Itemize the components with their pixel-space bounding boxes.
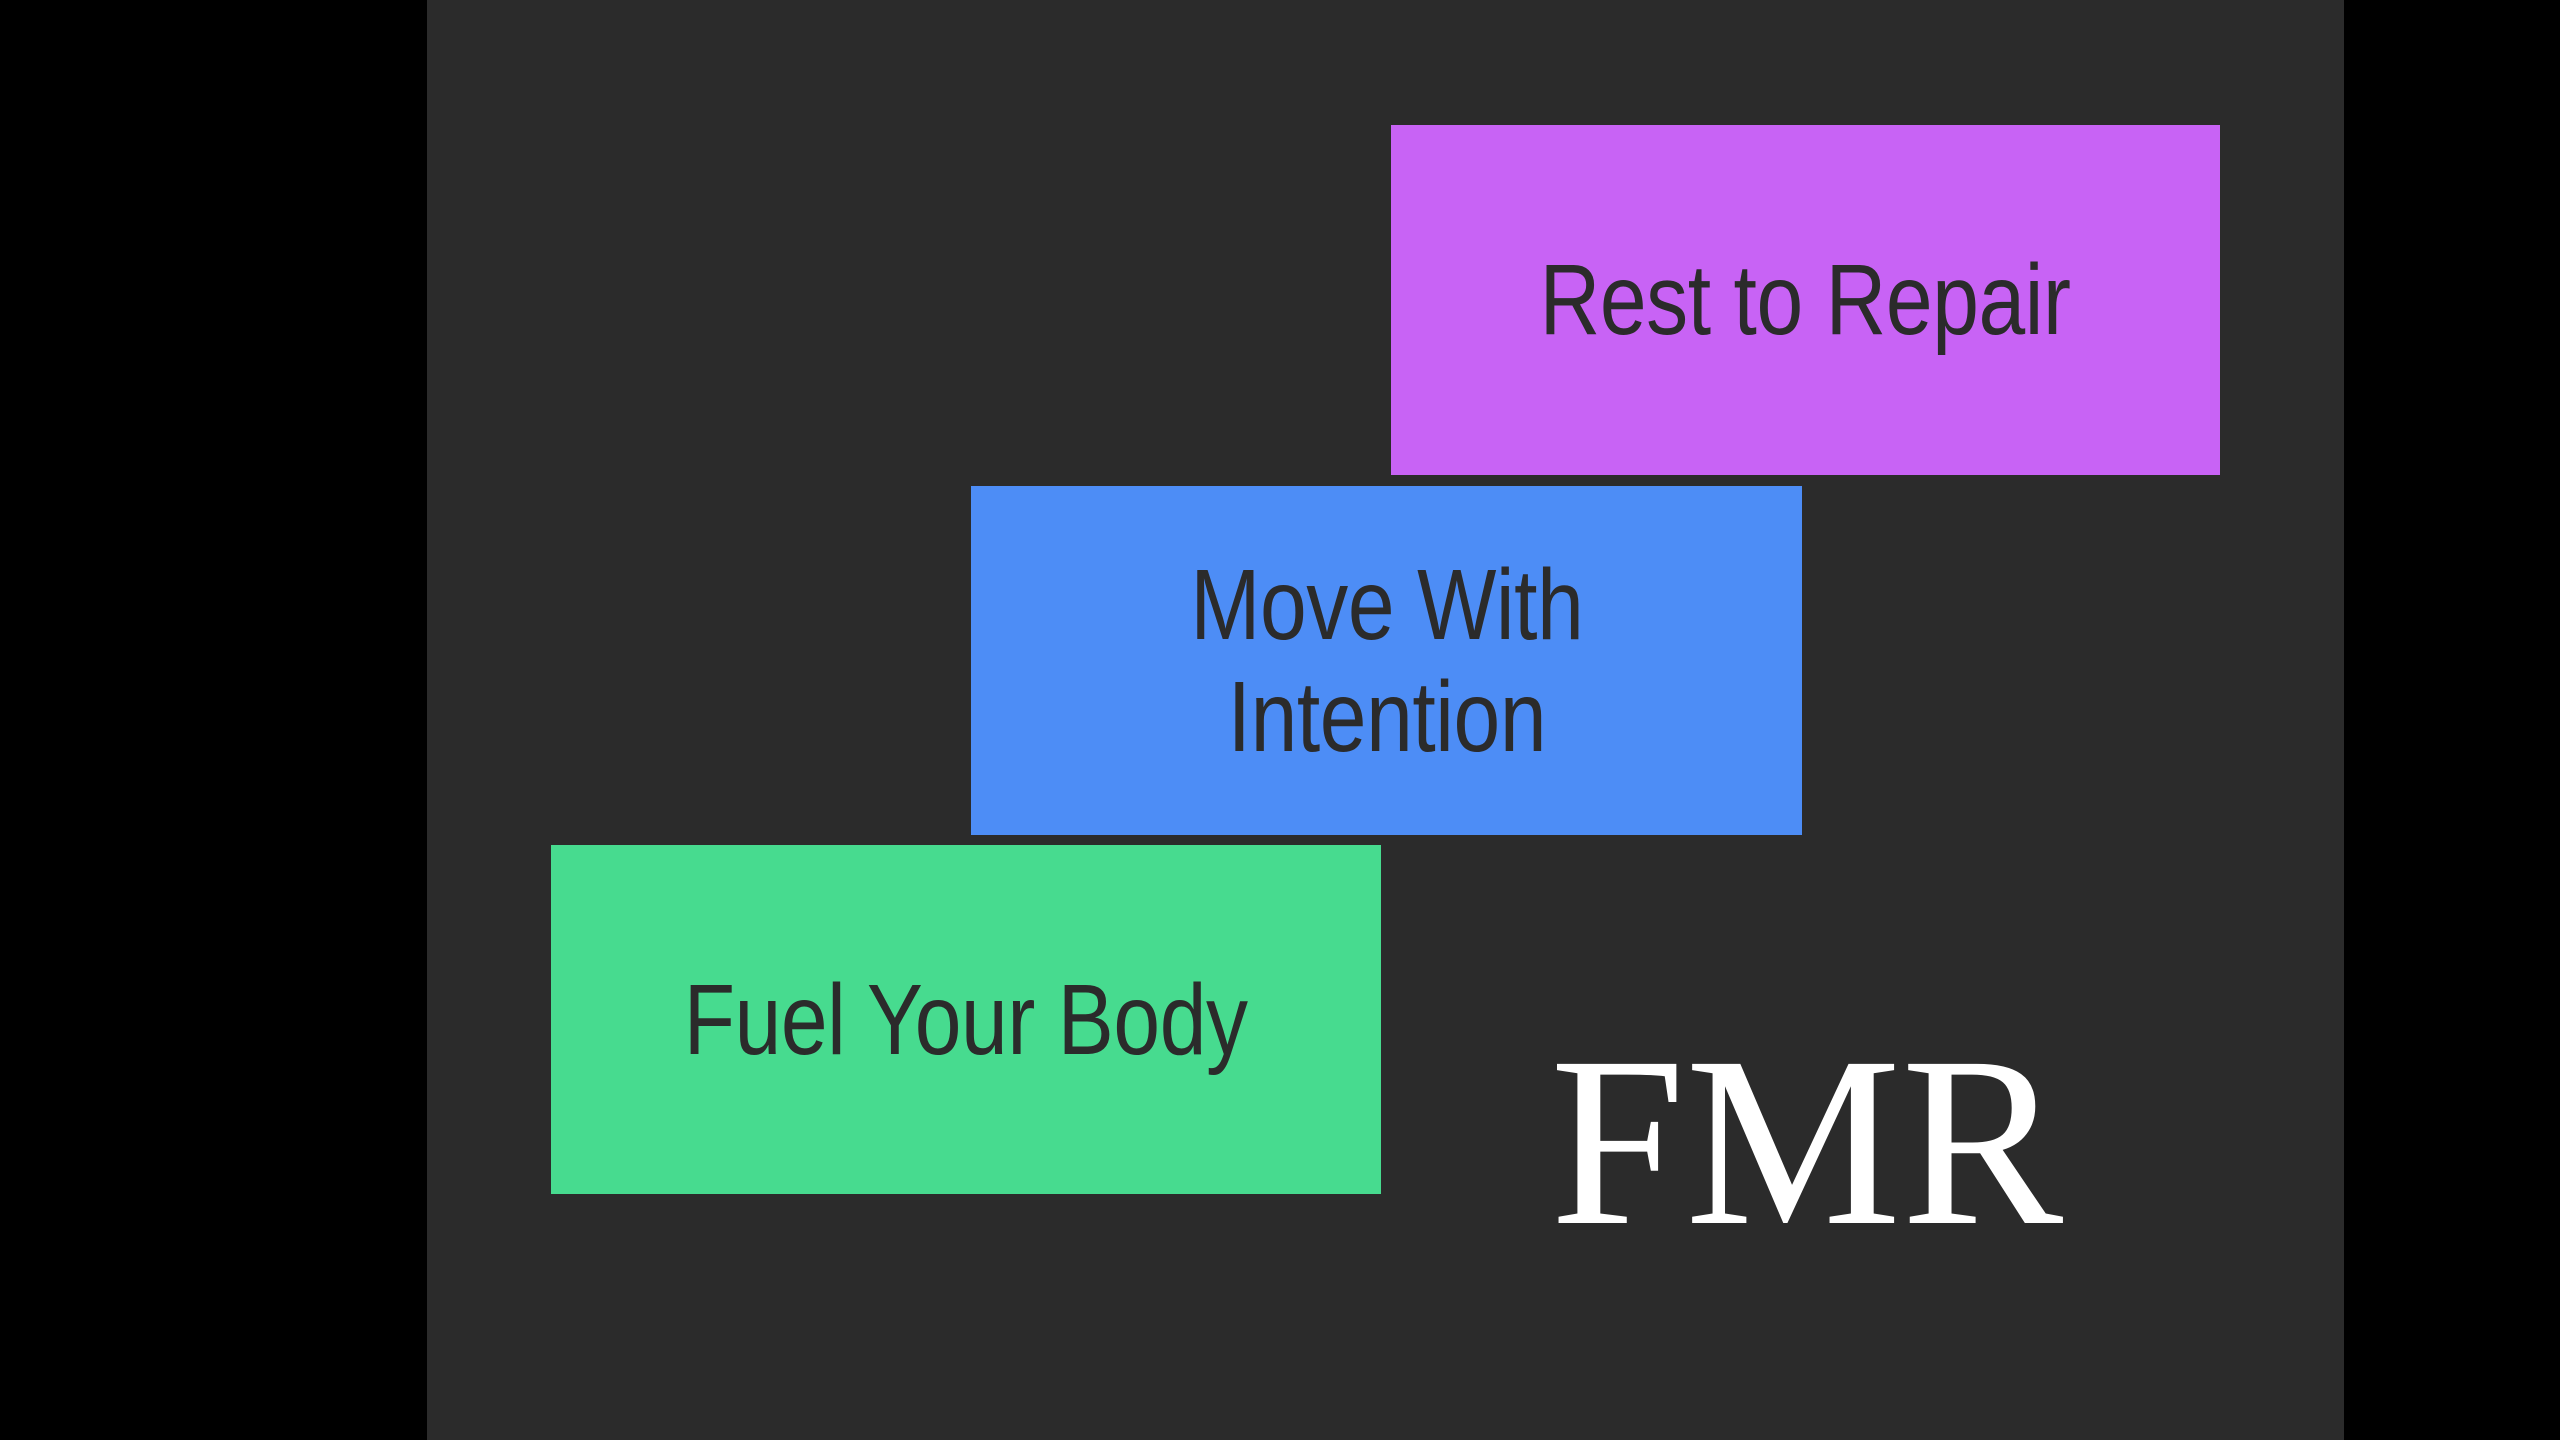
letterbox-bar-right [2344,0,2560,1440]
pillar-card-label: Fuel Your Body [684,963,1248,1076]
letterbox-bar-left [0,0,427,1440]
pillar-card-label: Rest to Repair [1539,244,2072,356]
brand-wordmark-fmr: FMR [1550,1006,2064,1276]
slide-canvas: Rest to Repair Move With Intention Fuel … [427,0,2344,1440]
pillar-card-label: Move With Intention [1190,548,1583,773]
pillar-card-move-with-intention[interactable]: Move With Intention [971,486,1802,835]
pillar-card-fuel-your-body[interactable]: Fuel Your Body [551,845,1381,1194]
pillar-card-rest-to-repair[interactable]: Rest to Repair [1391,125,2220,475]
